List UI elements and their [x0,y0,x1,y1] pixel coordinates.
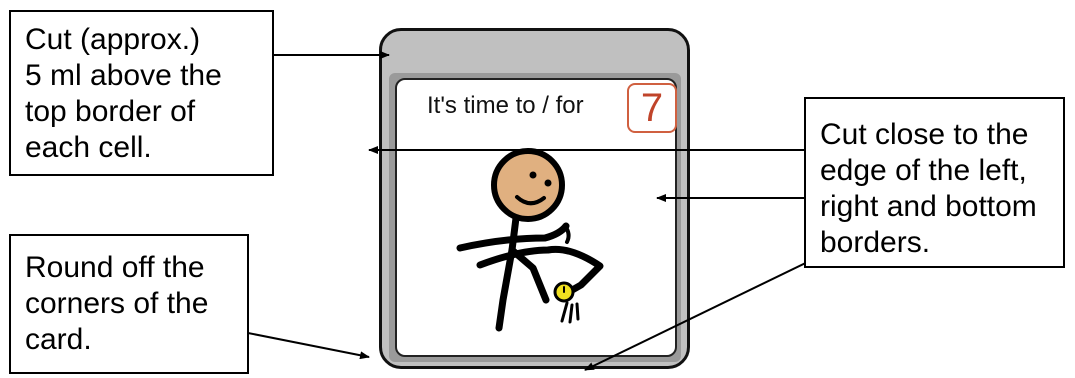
note-cut-above-top-border: Cut (approx.) 5 ml above the top border … [9,10,274,176]
note-cut-close-to-edges: Cut close to the edge of the left, right… [804,97,1065,268]
stick-figure-checking-watch-icon [460,151,600,328]
note-round-corners: Round off the corners of the card. [9,234,249,374]
